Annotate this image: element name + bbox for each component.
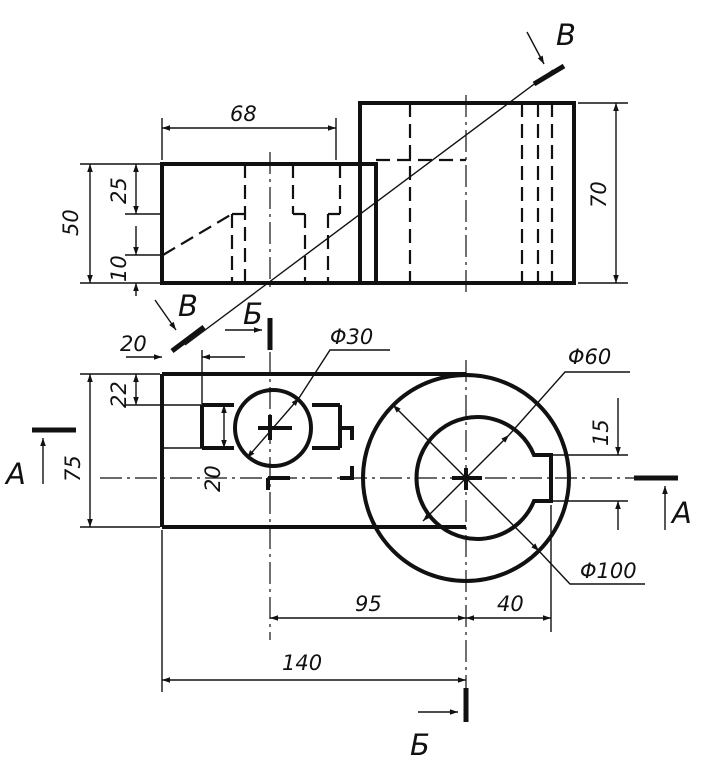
dim-left-extensions xyxy=(80,163,160,284)
dia-30-line xyxy=(246,397,300,459)
front-view-hidden-edges-left xyxy=(162,164,342,283)
top-view-boss-circle xyxy=(233,388,313,468)
section-arrow-v-top xyxy=(526,31,545,65)
section-mark-v-top xyxy=(532,63,566,87)
dim-25-text: 25 xyxy=(107,177,131,204)
section-mark-v-left xyxy=(170,325,206,353)
label-v-left: В xyxy=(178,289,198,323)
front-view-right-block xyxy=(358,101,576,285)
dim-20-slot-text: 20 xyxy=(201,465,225,492)
dim-95-text: 95 xyxy=(355,592,382,616)
front-view-hidden-edges-right xyxy=(376,103,554,283)
dim-22-text: 22 xyxy=(107,381,131,408)
dia-100-text: Φ100 xyxy=(580,559,637,583)
dim-22-75-extensions xyxy=(80,373,160,528)
label-v-top: В xyxy=(556,18,576,52)
dia-100-line xyxy=(392,404,540,552)
top-view: А А Б Б 20 22 75 20 15 Φ30 xyxy=(4,297,692,762)
dim-68-extensions xyxy=(161,118,337,160)
label-b-bottom: Б xyxy=(410,728,430,762)
dim-70-text: 70 xyxy=(587,181,611,208)
front-view-left-block xyxy=(160,162,378,285)
dia-60-text: Φ60 xyxy=(568,345,611,369)
front-view-center-lines xyxy=(269,95,467,292)
label-b-top: Б xyxy=(243,297,263,331)
section-arrow-v-left xyxy=(154,299,177,331)
top-view-slot-extensions xyxy=(162,404,202,449)
dia-30-text: Φ30 xyxy=(330,325,373,349)
label-a-right: А xyxy=(670,496,692,530)
label-a-left: А xyxy=(4,457,26,491)
top-view-slot xyxy=(200,403,342,450)
section-line-v xyxy=(184,69,554,346)
dim-15-text: 15 xyxy=(589,419,613,446)
dim-10-text: 10 xyxy=(107,255,131,282)
dia-30-leader xyxy=(298,349,390,399)
front-view: В В 68 50 25 10 70 xyxy=(59,18,628,353)
dim-70-extensions xyxy=(578,102,628,284)
top-view-boss-cross xyxy=(258,415,292,440)
dim-15-extensions xyxy=(551,454,628,502)
dim-140-text: 140 xyxy=(282,651,322,675)
dim-68-text: 68 xyxy=(230,102,257,126)
dim-75-text: 75 xyxy=(61,455,85,482)
dia-100-leader xyxy=(538,550,645,585)
dim-20-top-text: 20 xyxy=(120,332,147,356)
dim-50-text: 50 xyxy=(59,209,83,236)
dim-40-text: 40 xyxy=(497,592,524,616)
